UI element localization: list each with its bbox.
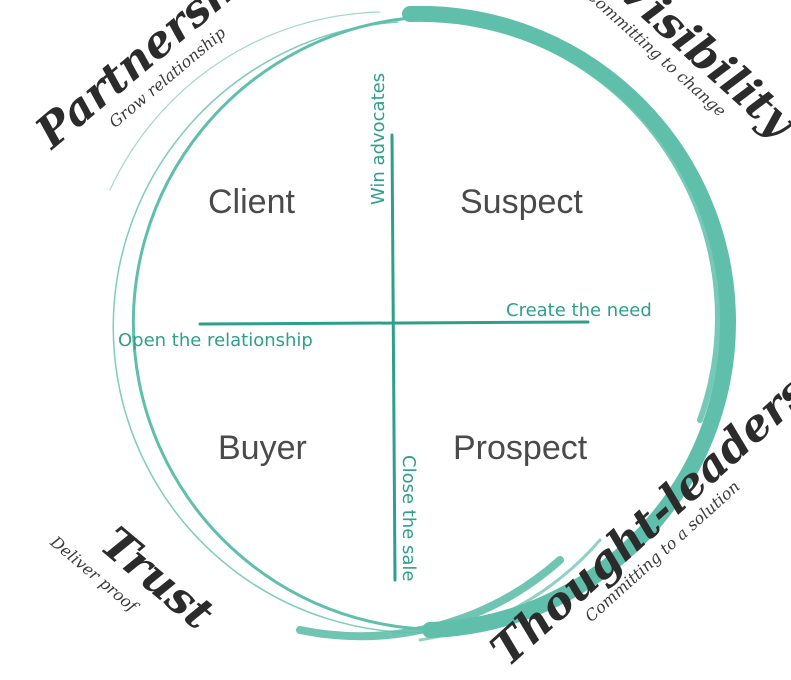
corner-trust: Trust Deliver proof bbox=[46, 517, 223, 640]
corner-title-thought-leadership: Thought-leadership bbox=[481, 312, 791, 675]
quadrant-suspect: Suspect bbox=[460, 183, 583, 221]
axis-lines bbox=[198, 133, 590, 582]
circle-ring-thin bbox=[109, 11, 472, 634]
axis-label-win-advocates: Win advocates bbox=[368, 73, 389, 205]
horizontal-axis bbox=[198, 320, 590, 326]
axis-label-close-sale: Close the sale bbox=[398, 455, 419, 582]
quadrant-client: Client bbox=[208, 183, 295, 221]
corner-thought-leadership: Thought-leadership Committing to a solut… bbox=[481, 312, 791, 676]
axis-label-open-relationship: Open the relationship bbox=[118, 330, 313, 351]
quadrant-buyer: Buyer bbox=[218, 429, 307, 467]
corner-partnership: Partnership Grow relationship bbox=[25, 0, 283, 160]
vertical-axis bbox=[390, 133, 397, 582]
axis-label-create-need: Create the need bbox=[506, 300, 652, 321]
quadrant-prospect: Prospect bbox=[453, 429, 588, 467]
circle-ring-brush bbox=[296, 5, 737, 642]
